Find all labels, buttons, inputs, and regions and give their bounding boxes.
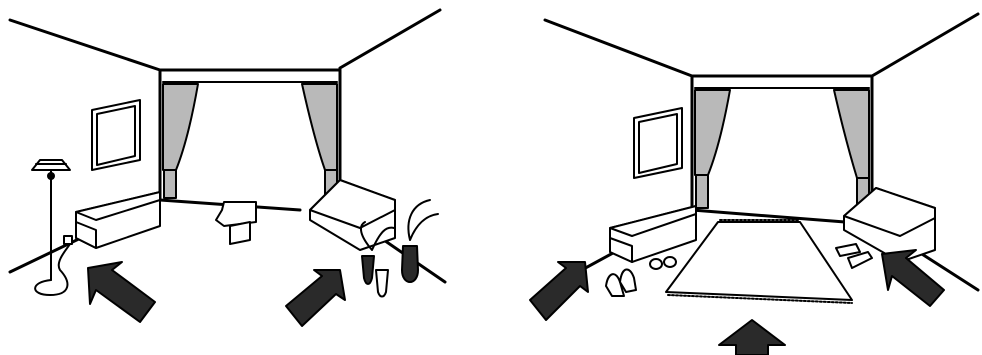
coffee-table: [216, 202, 256, 244]
arrow-left-1-icon: [88, 262, 155, 322]
slippers-icon: [836, 244, 872, 268]
room-left: [10, 10, 445, 326]
shoes-icon: [606, 257, 676, 296]
curtain-left-a: [163, 84, 198, 198]
wall-picture: [92, 100, 140, 170]
wall-picture-right: [634, 108, 682, 178]
floor-lamp-icon: [32, 160, 72, 295]
room-right: [530, 14, 978, 355]
curtain-right-a: [695, 90, 730, 208]
arrow-right-2-icon: [719, 320, 785, 355]
sofa-right: [310, 180, 395, 250]
arrow-left-2-icon: [286, 270, 345, 326]
sofa-left: [76, 192, 160, 248]
arrow-right-1-icon: [530, 262, 588, 320]
sofa-right-room-left: [610, 206, 696, 262]
